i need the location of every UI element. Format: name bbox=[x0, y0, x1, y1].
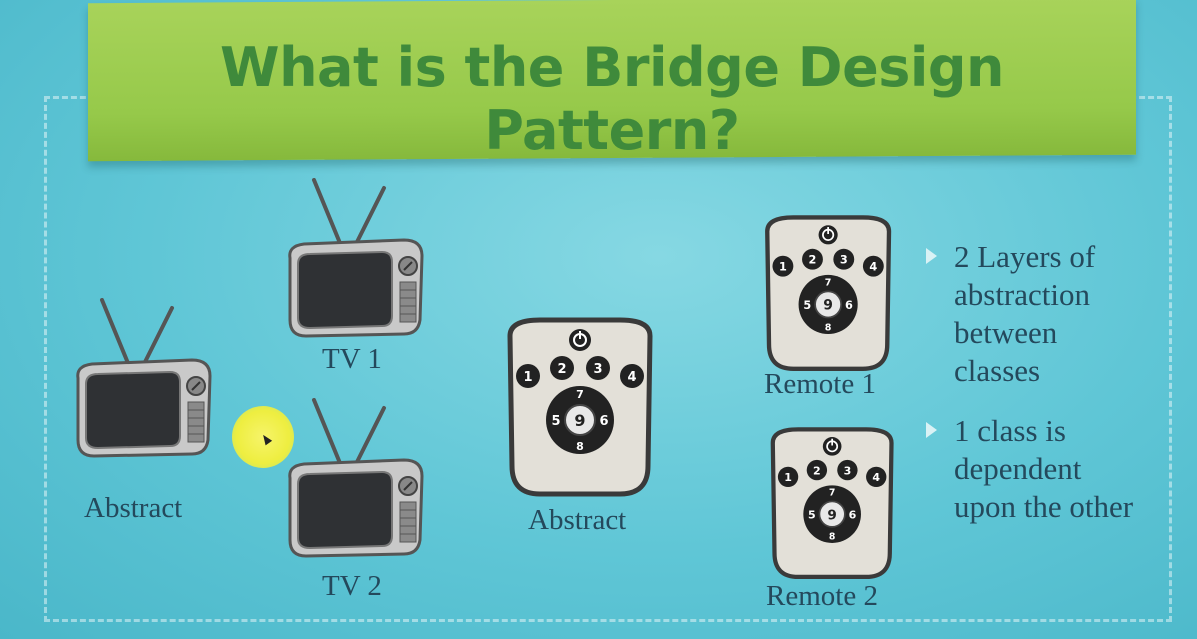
bullet-text: 1 class is dependent upon the other bbox=[954, 413, 1134, 524]
remote-2-label: Remote 2 bbox=[766, 580, 878, 612]
tv-abstract-icon bbox=[75, 298, 213, 458]
pointer-highlight bbox=[232, 406, 294, 468]
bullet-list: 2 Layers of abstraction between classes … bbox=[920, 238, 1140, 548]
bullet-marker-icon bbox=[926, 248, 937, 264]
remote-abstract-icon bbox=[500, 316, 662, 500]
remote-abstract-label: Abstract bbox=[528, 504, 627, 536]
remote-1-label: Remote 1 bbox=[764, 368, 876, 400]
bullet-item: 2 Layers of abstraction between classes bbox=[920, 238, 1140, 390]
bullet-marker-icon bbox=[926, 422, 937, 438]
tv-abstract-label: Abstract bbox=[84, 492, 183, 524]
bullet-text: 2 Layers of abstraction between classes bbox=[954, 239, 1096, 388]
tv-1-label: TV 1 bbox=[322, 343, 382, 375]
tv-1-icon bbox=[287, 178, 424, 338]
tv-2-icon bbox=[287, 398, 424, 558]
tv-2-label: TV 2 bbox=[322, 570, 382, 602]
bullet-item: 1 class is dependent upon the other bbox=[920, 412, 1140, 526]
remote-1-icon bbox=[758, 214, 900, 374]
remote-2-icon bbox=[762, 426, 904, 582]
slide-title: What is the Bridge Design Pattern? bbox=[220, 36, 1004, 162]
